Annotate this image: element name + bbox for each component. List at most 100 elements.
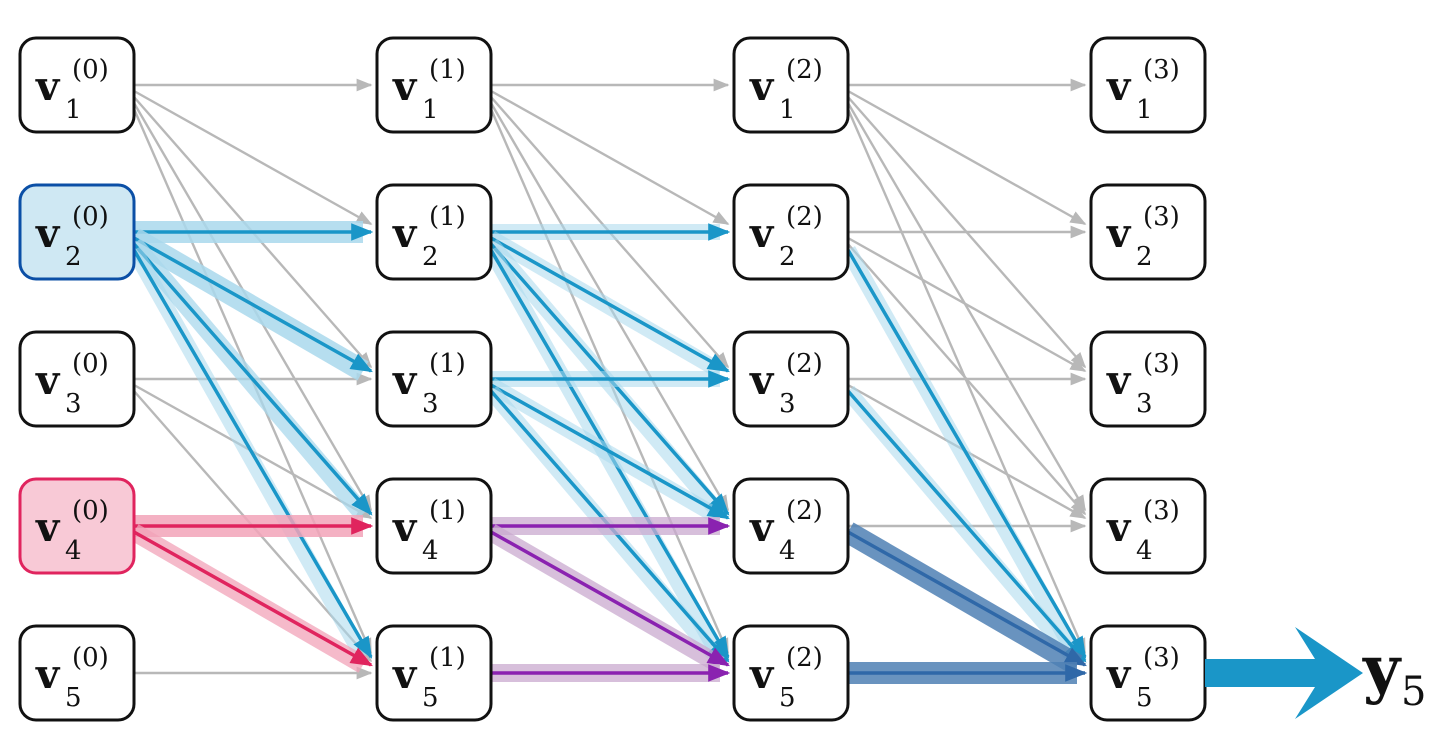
node-v5-layer3: v (3) 5 [1089,624,1207,722]
node-superscript: (1) [429,55,466,85]
highlight-edge-0-2-5 [132,249,373,659]
node-v2-layer3: v (3) 2 [1089,183,1207,281]
node-box [375,183,493,281]
node-symbol: v [1106,357,1132,404]
node-box [1089,330,1207,428]
node-superscript: (0) [72,349,109,379]
node-v1-layer3: v (3) 1 [1089,36,1207,134]
node-v4-layer2: v(2)4 [732,477,850,575]
node-subscript: 1 [779,95,796,125]
node-symbol: v [749,357,775,404]
node-superscript: (2) [786,643,823,673]
node-symbol: v [1106,63,1132,110]
node-superscript: (3) [1143,496,1180,526]
node-subscript: 2 [779,242,796,272]
node-symbol: v [35,210,61,257]
node-subscript: 3 [779,389,796,419]
highlight-edge-1-4-5 [490,530,730,667]
node-box [18,477,136,575]
node-symbol: v [749,210,775,257]
node-subscript: 5 [422,683,439,713]
node-subscript: 2 [1136,242,1153,272]
node-superscript: (2) [786,202,823,232]
node-symbol: v [749,63,775,110]
highlight-edge-0-2-4 [132,242,373,516]
node-v2-layer0: v (0) 2 [18,183,136,281]
node-superscript: (0) [72,202,109,232]
node-box [18,36,136,134]
node-superscript: (1) [429,202,466,232]
node-subscript: 2 [422,242,439,272]
highlight-edge-2-2-5 [846,249,1087,659]
node-symbol: v [392,210,418,257]
node-subscript: 4 [65,536,82,566]
node-superscript: (2) [786,349,823,379]
node-subscript: 4 [779,536,796,566]
node-v3-layer1: v(1)3 [375,330,493,428]
node-box [732,183,850,281]
node-symbol: v [1106,210,1132,257]
highlight-edge-2-3-5 [846,389,1087,663]
node-symbol: v [392,63,418,110]
node-v5-layer2: v(2)5 [732,624,850,722]
node-symbol: v [1106,504,1132,551]
node-box [375,330,493,428]
node-subscript: 5 [1136,683,1153,713]
node-superscript: (3) [1143,55,1180,85]
node-v1-layer0: v (0) 1 [18,36,136,134]
edge-2-1-5 [846,108,1087,655]
node-v3-layer3: v(3)3 [1089,330,1207,428]
highlighted-edges [127,221,1088,684]
output-arrow [1205,627,1363,719]
edge-2-1-2 [847,89,1087,226]
nodes: v(0)1v(0)2v(0)3v(0)4v(0)5v(1)1v(1)2v(1)3… [18,36,1207,722]
highlight-edge-1-2-3 [490,236,730,373]
node-v5-layer0: v (0) 5 [18,624,136,722]
node-box [375,624,493,722]
highlight-edge-2-4-5 [847,530,1087,667]
node-v2-layer2: v (2) 2 [732,183,850,281]
edge-1-1-2 [490,89,730,226]
node-symbol: v [35,651,61,698]
node-box [1089,183,1207,281]
edge-0-1-2 [133,89,373,226]
node-subscript: 4 [422,536,439,566]
node-v4-layer0: v (0) 4 [18,477,136,575]
node-symbol: v [749,651,775,698]
node-subscript: 1 [422,95,439,125]
node-subscript: 1 [65,95,82,125]
node-superscript: (3) [1143,202,1180,232]
node-superscript: (0) [72,496,109,526]
node-symbol: v [1106,651,1132,698]
node-superscript: (3) [1143,643,1180,673]
node-subscript: 2 [65,242,82,272]
node-subscript: 5 [65,683,82,713]
node-superscript: (0) [72,55,109,85]
node-v1-layer2: v(2)1 [732,36,850,134]
node-box [732,624,850,722]
node-v2-layer1: v (1) 2 [375,183,493,281]
node-v4-layer1: v(1)4 [375,477,493,575]
node-subscript: 1 [1136,95,1153,125]
highlight-edge-1-3-4 [490,383,730,520]
node-box [18,624,136,722]
node-symbol: v [35,504,61,551]
node-box [732,36,850,134]
highlight-edge-0-4-5 [133,530,373,667]
node-subscript: 3 [65,389,82,419]
node-box [375,36,493,134]
node-superscript: (1) [429,349,466,379]
node-box [732,477,850,575]
node-symbol: v [35,63,61,110]
output-subscript: 5 [1401,669,1426,715]
edge-2-1-4 [846,102,1087,512]
node-symbol: v [392,651,418,698]
node-superscript: (0) [72,643,109,673]
node-v4-layer3: v(3)4 [1089,477,1207,575]
node-box [375,477,493,575]
node-v1-layer1: v (1) 1 [375,36,493,134]
node-symbol: v [749,504,775,551]
node-subscript: 3 [422,389,439,419]
